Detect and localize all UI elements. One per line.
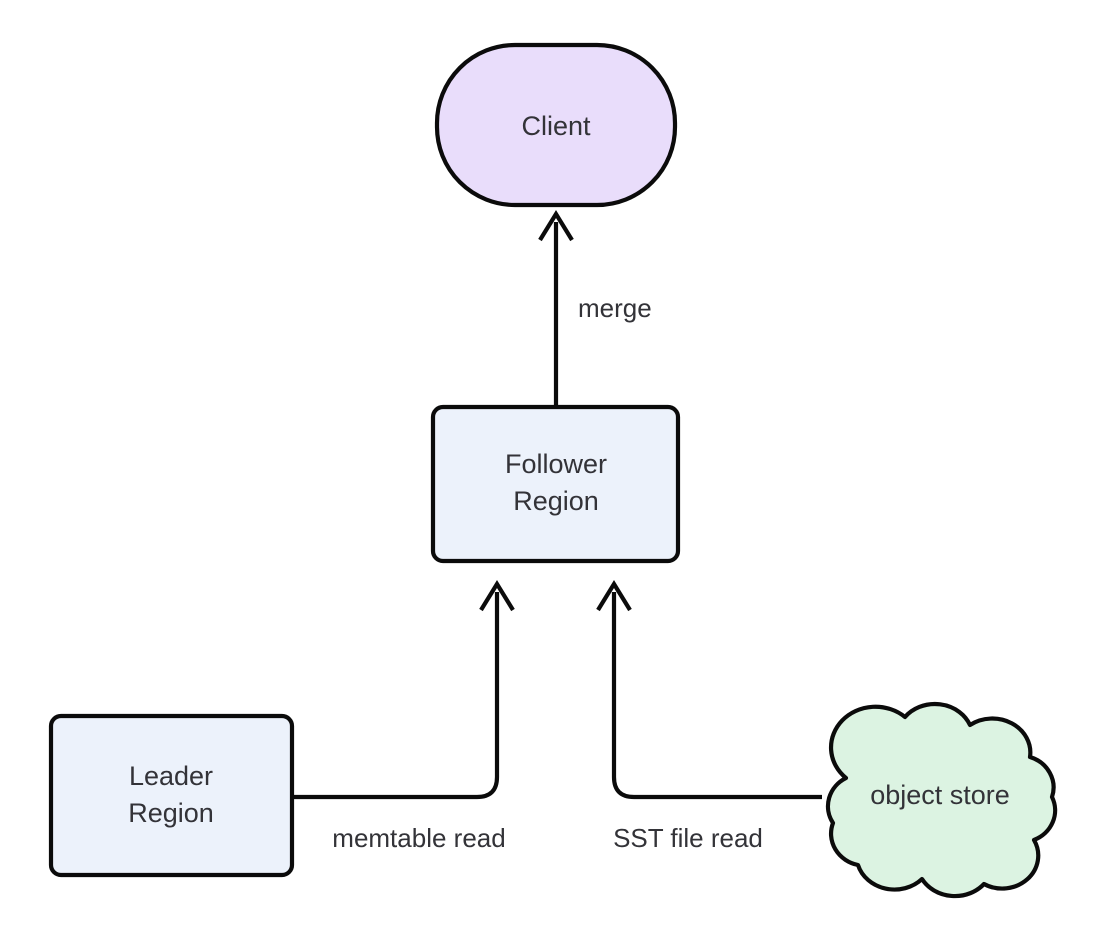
- arrow-head-memtable-read: [479, 579, 515, 612]
- leader-region-label-line1: Leader: [129, 761, 213, 791]
- leader-region-shape[interactable]: [48, 713, 295, 878]
- edge-label-merge: merge: [578, 293, 652, 323]
- object-store-label: object store: [870, 780, 1010, 810]
- leader-region-label-line2: Region: [128, 798, 214, 828]
- client-label: Client: [521, 111, 591, 141]
- edge-line-memtable-read: [292, 592, 500, 800]
- follower-region-label-line1: Follower: [505, 449, 607, 479]
- edge-follower-to-client: merge: [538, 209, 652, 407]
- edge-line-sst-file-read: [611, 592, 822, 800]
- client-shape[interactable]: [434, 42, 678, 208]
- edge-leader-to-follower: memtable read: [292, 579, 515, 853]
- follower-region-shape[interactable]: [430, 404, 681, 564]
- node-leader-region[interactable]: Leader Region: [48, 713, 295, 878]
- edge-label-memtable-read: memtable read: [332, 823, 505, 853]
- node-client[interactable]: Client: [434, 42, 678, 208]
- object-store-cloud-shape[interactable]: [825, 701, 1058, 899]
- arrow-head-sst-file-read: [596, 579, 632, 612]
- arrow-head-merge: [538, 209, 574, 242]
- follower-region-label-line2: Region: [513, 486, 599, 516]
- edge-objectstore-to-follower: SST file read: [596, 579, 822, 853]
- node-follower-region[interactable]: Follower Region: [430, 404, 681, 564]
- node-object-store[interactable]: object store: [825, 701, 1058, 899]
- edge-label-sst-file-read: SST file read: [613, 823, 763, 853]
